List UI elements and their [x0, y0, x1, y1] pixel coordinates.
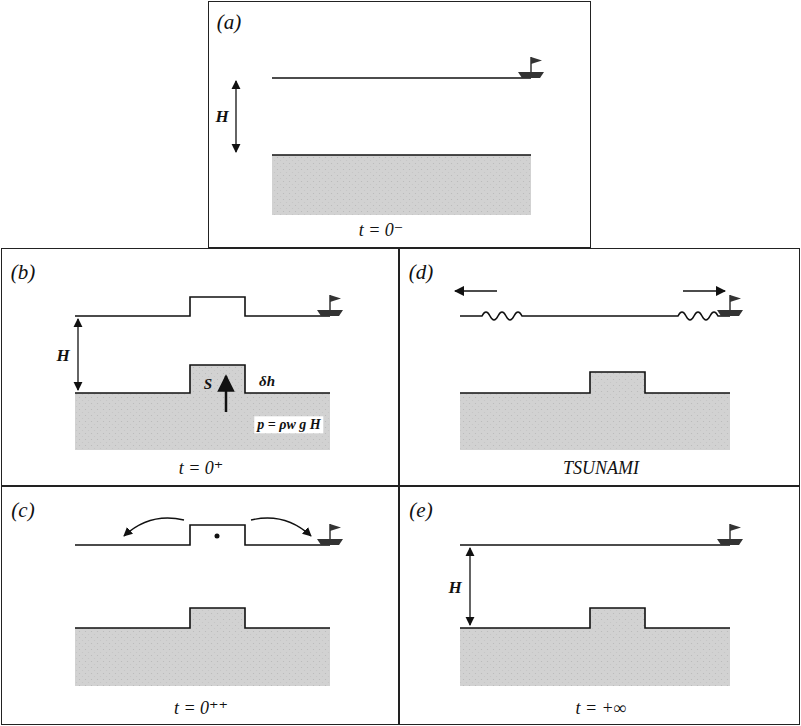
figure-panel: (e) Ht = +∞ [399, 486, 800, 725]
figure-panel: (b) H Sδh p = ρw g H t = 0⁺ [1, 248, 399, 486]
time-label: t = 0⁺ [179, 459, 224, 479]
panel-label: (e) [409, 499, 432, 522]
figure-panel: (c) t = 0⁺⁺ [1, 486, 399, 725]
figure-annotation: S [204, 376, 212, 393]
time-label: t = +∞ [575, 699, 626, 719]
figure-annotation: H [56, 347, 69, 366]
panel-label: (d) [409, 261, 434, 284]
figure-panel: (a) Ht = 0⁻ [208, 1, 591, 248]
figure-annotation: δh [259, 373, 275, 390]
panel-d-art [455, 291, 743, 450]
time-label: TSUNAMI [563, 459, 639, 479]
figure-annotation: H [448, 579, 461, 598]
panel-a-art [236, 57, 544, 215]
time-label: t = 0⁺⁺ [174, 699, 228, 719]
panel-label: (b) [11, 261, 36, 284]
panel-e-art [460, 524, 743, 686]
figure-annotation: p = ρw g H [254, 416, 323, 433]
panel-b-art [75, 295, 343, 450]
time-label: t = 0⁻ [359, 221, 404, 241]
figure-panel: (d) TSUNAMI [399, 248, 800, 486]
panel-label: (a) [217, 11, 242, 34]
panel-label: (c) [11, 499, 34, 522]
figure-annotation: H [215, 108, 228, 127]
panel-c-art [75, 518, 343, 686]
